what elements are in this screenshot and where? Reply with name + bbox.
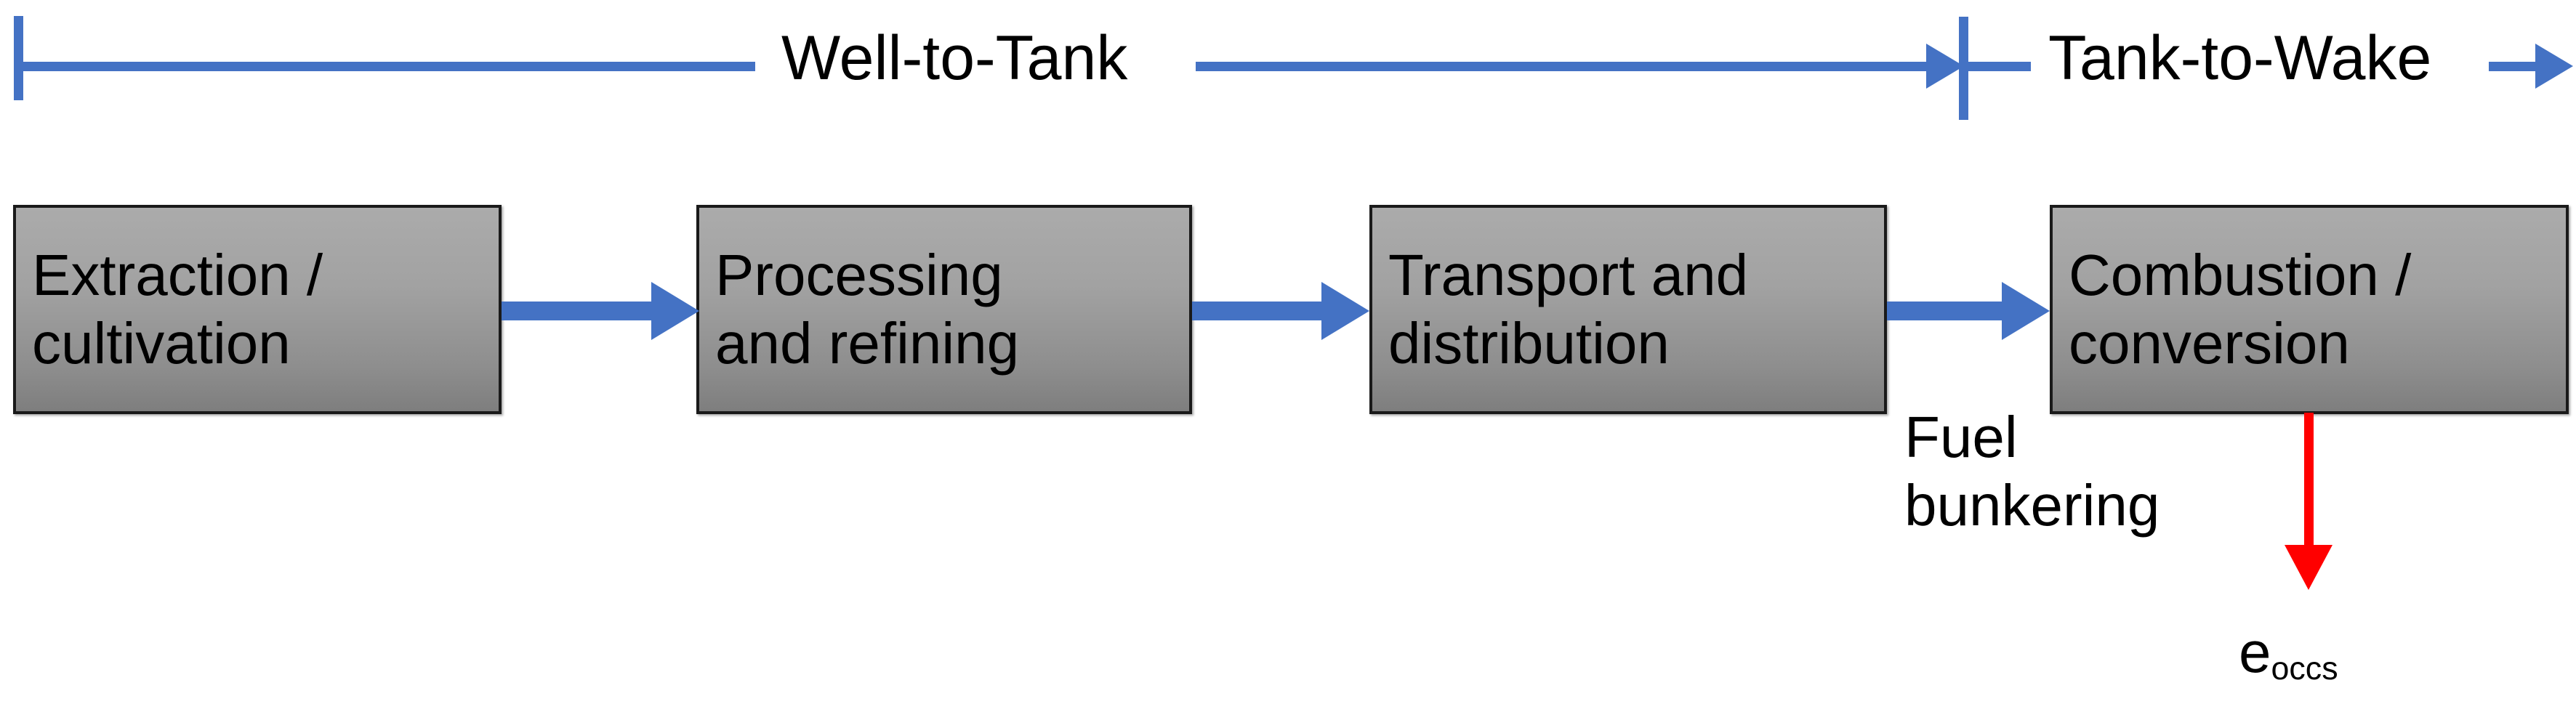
emission-arrow-shaft	[2304, 413, 2314, 552]
emission-label-eoccs: eoccs	[2239, 620, 2338, 685]
connector-label-fuel-bunkering: Fuel bunkering	[1904, 405, 2160, 538]
stage-label-processing: Processing and refining	[715, 242, 1020, 376]
flow-shaft	[502, 302, 654, 320]
scope-end-arrow-icon	[2535, 44, 2573, 89]
stage-box-extraction[interactable]: Extraction / cultivation	[13, 205, 502, 414]
flow-arrowhead-icon	[1321, 282, 1369, 340]
flow-arrowhead-icon	[651, 282, 699, 340]
scope-line-stub	[1968, 62, 2031, 71]
flow-shaft	[1192, 302, 1324, 320]
scope-start-tick	[14, 16, 23, 100]
stage-label-combustion: Combustion / conversion	[2069, 242, 2412, 376]
stage-box-transport[interactable]: Transport and distribution	[1369, 205, 1887, 414]
flow-shaft	[1887, 302, 2003, 320]
scope-line-left	[14, 62, 755, 71]
stage-box-combustion[interactable]: Combustion / conversion	[2050, 205, 2569, 414]
scope-line-end	[2489, 62, 2538, 71]
scope-line-right	[1196, 62, 1930, 71]
stage-label-transport: Transport and distribution	[1388, 242, 1749, 376]
scope-label-well-to-tank: Well-to-Tank	[781, 23, 1128, 93]
stage-label-extraction: Extraction / cultivation	[32, 242, 323, 376]
stage-box-processing[interactable]: Processing and refining	[696, 205, 1192, 414]
flow-arrowhead-icon	[2002, 282, 2050, 340]
scope-arrowhead-icon	[1926, 44, 1964, 89]
emission-subscript: occs	[2271, 650, 2338, 687]
emission-symbol: e	[2239, 620, 2271, 684]
scope-label-tank-to-wake: Tank-to-Wake	[2048, 23, 2432, 93]
scope-divider-tick	[1959, 17, 1968, 120]
emission-arrowhead-icon	[2285, 545, 2333, 590]
